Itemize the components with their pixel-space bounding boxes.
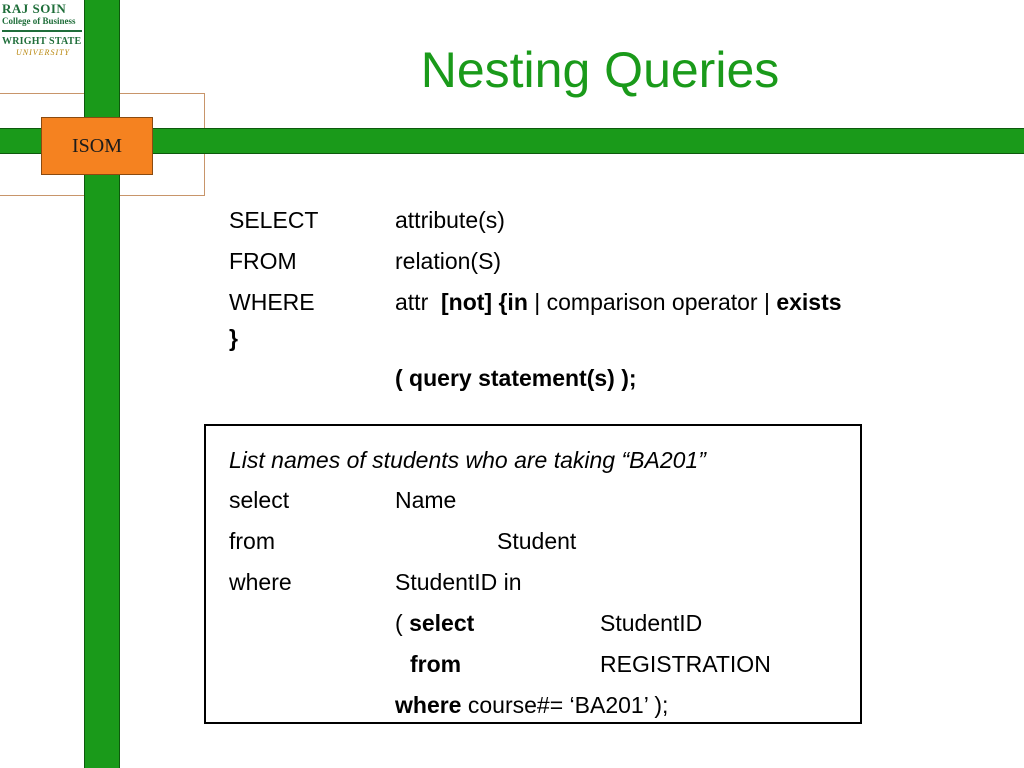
syntax-select-keyword: SELECT <box>229 207 319 233</box>
logo-line-2: College of Business <box>2 16 76 26</box>
example-where-keyword: where <box>229 569 292 595</box>
syntax-where-not-in: [not] {in <box>441 289 528 315</box>
syntax-where-line: attr [not] {in | comparison operator | e… <box>395 288 842 316</box>
example-from-value: Student <box>497 528 577 554</box>
example-caption: List names of students who are taking “B… <box>229 447 706 473</box>
syntax-from-keyword: FROM <box>229 248 297 274</box>
syntax-select-value: attribute(s) <box>395 207 505 233</box>
syntax-subquery: ( query statement(s) ); <box>395 365 637 391</box>
isom-badge: ISOM <box>41 117 153 175</box>
logo-line-4: UNIVERSITY <box>16 48 70 57</box>
university-logo: RAJ SOIN College of Business WRIGHT STAT… <box>2 2 82 80</box>
isom-badge-label: ISOM <box>71 134 122 157</box>
example-box <box>204 424 862 724</box>
example-subquery-from-keyword: from <box>410 651 462 677</box>
vertical-green-bar <box>84 0 120 768</box>
slide-title: Nesting Queries <box>420 42 780 98</box>
logo-divider <box>2 30 82 32</box>
example-subquery-from-value: REGISTRATION <box>600 651 771 677</box>
example-where-value: StudentID in <box>395 569 522 595</box>
example-subquery-where-line: where course#= ‘BA201’ ); <box>395 691 668 719</box>
example-subquery-where-keyword: where <box>395 692 462 718</box>
syntax-from-value: relation(S) <box>395 248 502 274</box>
syntax-where-mid: | comparison operator | <box>534 289 770 315</box>
example-subquery-select-line: ( select <box>395 609 474 637</box>
example-from-keyword: from <box>229 528 275 554</box>
example-select-keyword: select <box>229 487 290 513</box>
example-subquery-open-paren: ( <box>395 610 403 636</box>
example-subquery-select-keyword: select <box>409 610 475 636</box>
syntax-where-keyword: WHERE <box>229 289 315 315</box>
horizontal-green-bar <box>0 128 1024 154</box>
syntax-where-close-brace: } <box>229 325 238 351</box>
example-subquery-where-value: course#= ‘BA201’ ); <box>467 692 669 718</box>
syntax-where-exists: exists <box>776 289 842 315</box>
syntax-where-attr: attr <box>395 289 429 315</box>
logo-line-3: WRIGHT STATE <box>2 36 82 47</box>
logo-line-1: RAJ SOIN <box>2 1 67 16</box>
example-select-value: Name <box>395 487 457 513</box>
example-subquery-select-value: StudentID <box>600 610 703 636</box>
